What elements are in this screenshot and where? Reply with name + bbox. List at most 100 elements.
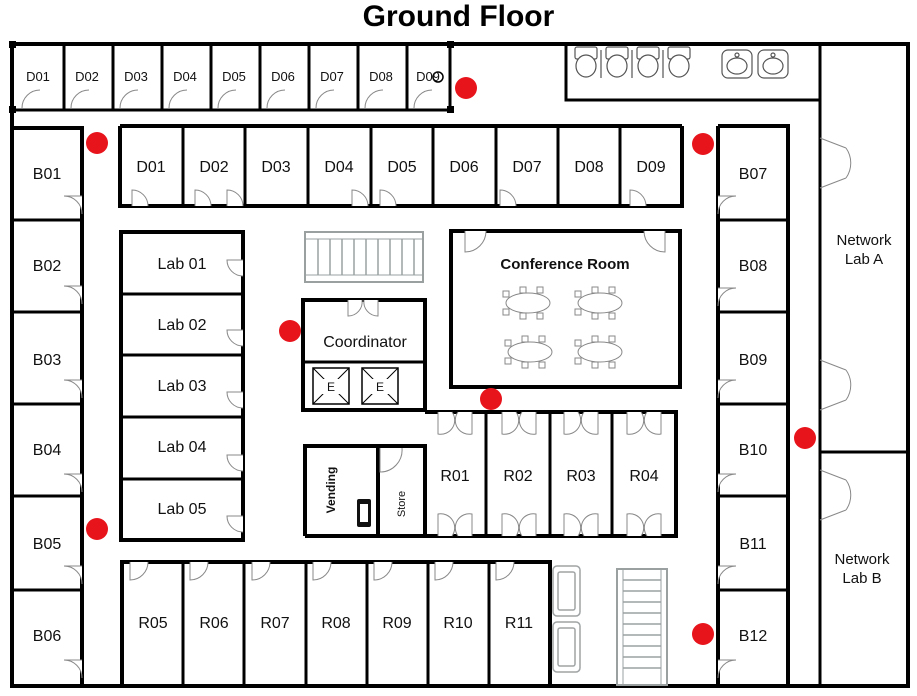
door-swing-icon (717, 659, 737, 679)
room-top-d08: D08 (369, 69, 393, 84)
r-mid-dividers (484, 412, 614, 536)
room-inner-d04: D04 (324, 159, 353, 176)
toilet-icon (605, 46, 629, 78)
top-d-strip (14, 44, 452, 112)
door-swing-icon (819, 137, 847, 521)
room-r03: R03 (566, 468, 595, 485)
left-b-labels: B01 B02 B03 B04 B05 B06 (33, 166, 62, 645)
selection-handle-icon[interactable] (447, 106, 454, 113)
network-labs: Network Lab A Network Lab B (819, 137, 908, 587)
markers[interactable] (86, 77, 816, 645)
sofa-icon (552, 565, 581, 617)
right-b-column (716, 124, 790, 686)
door-swing-icon (226, 515, 244, 533)
door-swing-icon (845, 479, 852, 511)
elevator-right: E (361, 367, 399, 405)
top-d-labels: D01 D02 D03 D04 D05 D06 D07 D08 D09 (26, 69, 440, 84)
labs-block (119, 230, 245, 542)
door-swing-icon (437, 513, 473, 537)
table-icon (574, 335, 623, 369)
page-title: Ground Floor (362, 0, 555, 33)
sink-icon (721, 49, 753, 79)
selection-handle-icon[interactable] (447, 41, 454, 48)
marker-icon[interactable] (480, 388, 502, 410)
room-b08: B08 (739, 258, 768, 275)
marker-icon[interactable] (794, 427, 816, 449)
room-r07: R07 (260, 615, 289, 632)
sofa-icon (552, 621, 581, 673)
door-swing-icon (226, 259, 244, 277)
coordinator-label: Coordinator (323, 334, 407, 351)
door-swing-icon (63, 285, 83, 305)
conference-room: Conference Room (449, 229, 682, 389)
r-bottom-doors (129, 561, 515, 581)
door-swing-icon (63, 473, 83, 493)
door-swing-icon (226, 329, 244, 347)
door-swing-icon (437, 411, 473, 435)
restroom-wall (564, 44, 820, 102)
door-swing-icon (217, 89, 237, 109)
room-inner-d03: D03 (261, 159, 290, 176)
door-swing-icon (63, 565, 83, 585)
marker-icon[interactable] (692, 623, 714, 645)
room-top-d04: D04 (173, 69, 197, 84)
door-swing-icon (464, 230, 666, 253)
r-bottom-dividers (181, 562, 491, 686)
room-b03: B03 (33, 352, 62, 369)
marker-icon[interactable] (86, 518, 108, 540)
conference-label: Conference Room (500, 256, 629, 273)
store-label: Store (396, 491, 408, 517)
marker-icon[interactable] (692, 133, 714, 155)
inner-d-labels: D01 D02 D03 D04 D05 D06 D07 D08 D09 (136, 159, 665, 176)
marker-icon[interactable] (279, 320, 301, 342)
room-inner-d05: D05 (387, 159, 416, 176)
door-swing-icon (563, 513, 599, 537)
room-b12: B12 (739, 628, 768, 645)
toilet-icon (667, 46, 691, 78)
right-b-outline (716, 124, 790, 686)
room-lab-03: Lab 03 (158, 378, 207, 395)
table-icon (502, 286, 551, 320)
marker-icon[interactable] (86, 132, 108, 154)
selection-handle-icon[interactable] (9, 106, 16, 113)
rotate-handle-icon[interactable] (432, 71, 444, 83)
door-swing-icon (129, 561, 149, 581)
labs-labels: Lab 01 Lab 02 Lab 03 Lab 04 Lab 05 (158, 256, 207, 518)
elevator-label: E (327, 380, 335, 394)
room-b09: B09 (739, 352, 768, 369)
r-mid-doors (437, 411, 662, 537)
door-swing-icon (717, 287, 737, 307)
door-swing-icon (379, 189, 397, 207)
door-swing-icon (501, 411, 537, 435)
door-swing-icon (413, 89, 433, 109)
door-swing-icon (717, 565, 737, 585)
network-lab-b-line1: Network (834, 551, 890, 568)
selection-handle-icon[interactable] (9, 41, 16, 48)
table-icon (504, 335, 553, 369)
room-b05: B05 (33, 536, 62, 553)
building-outline (10, 42, 910, 688)
room-lab-05: Lab 05 (158, 501, 207, 518)
room-b11: B11 (739, 536, 766, 553)
room-b07: B07 (739, 166, 768, 183)
marker-icon[interactable] (455, 77, 477, 99)
door-swing-icon (629, 189, 647, 207)
room-r04: R04 (629, 468, 658, 485)
door-swing-icon (312, 561, 332, 581)
network-lab-a-line2: Lab A (845, 251, 883, 268)
door-swing-icon (717, 379, 737, 399)
selection-handles[interactable] (9, 41, 454, 113)
door-swing-icon (63, 379, 83, 399)
r-bottom-block (120, 560, 552, 686)
right-b-labels: B07 B08 B09 B10 B11 B12 (739, 166, 768, 645)
door-swing-icon (364, 89, 384, 109)
door-swing-icon (63, 195, 83, 215)
room-top-d05: D05 (222, 69, 246, 84)
elevator-left: E (312, 367, 350, 405)
room-r11: R11 (505, 615, 533, 632)
room-r06: R06 (199, 615, 228, 632)
door-swing-icon (499, 189, 517, 207)
door-swing-icon (119, 89, 139, 109)
door-swing-icon (226, 454, 244, 472)
left-b-doors (63, 195, 83, 679)
